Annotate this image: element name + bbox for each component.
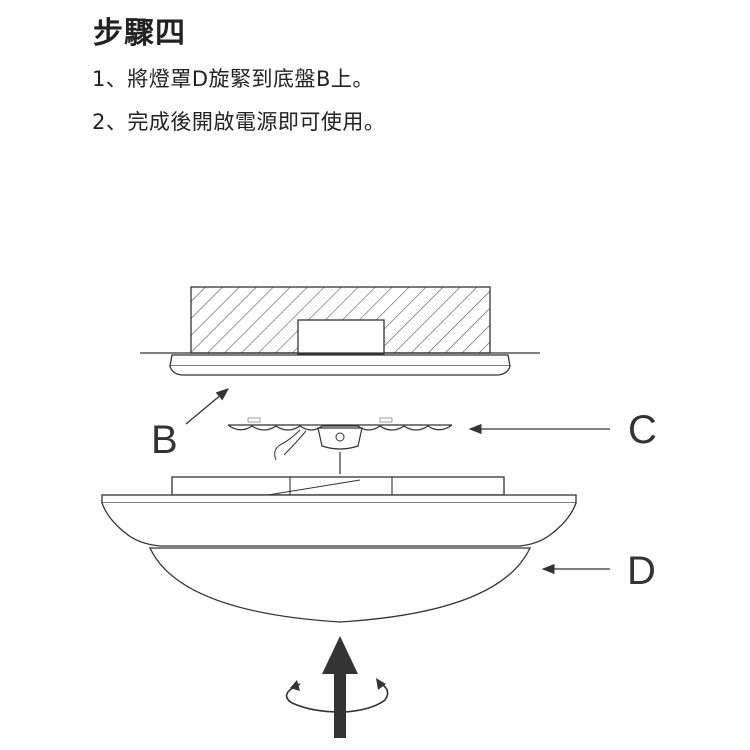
arrow-b [185,388,229,425]
led-module-c [227,417,453,474]
label-d: D [627,549,656,593]
label-c: C [628,408,657,452]
rotate-up-arrow [285,636,389,738]
label-b: B [151,418,178,462]
lamp-shade-d [101,476,577,623]
instruction-step-1: 1、將燈罩D旋緊到底盤B上。 [92,67,374,91]
base-plate-b [169,354,511,376]
instruction-step-2: 2、完成後開啟電源即可使用。 [92,110,386,134]
ceiling-block [190,286,491,355]
page-title: 步驟四 [93,16,186,51]
